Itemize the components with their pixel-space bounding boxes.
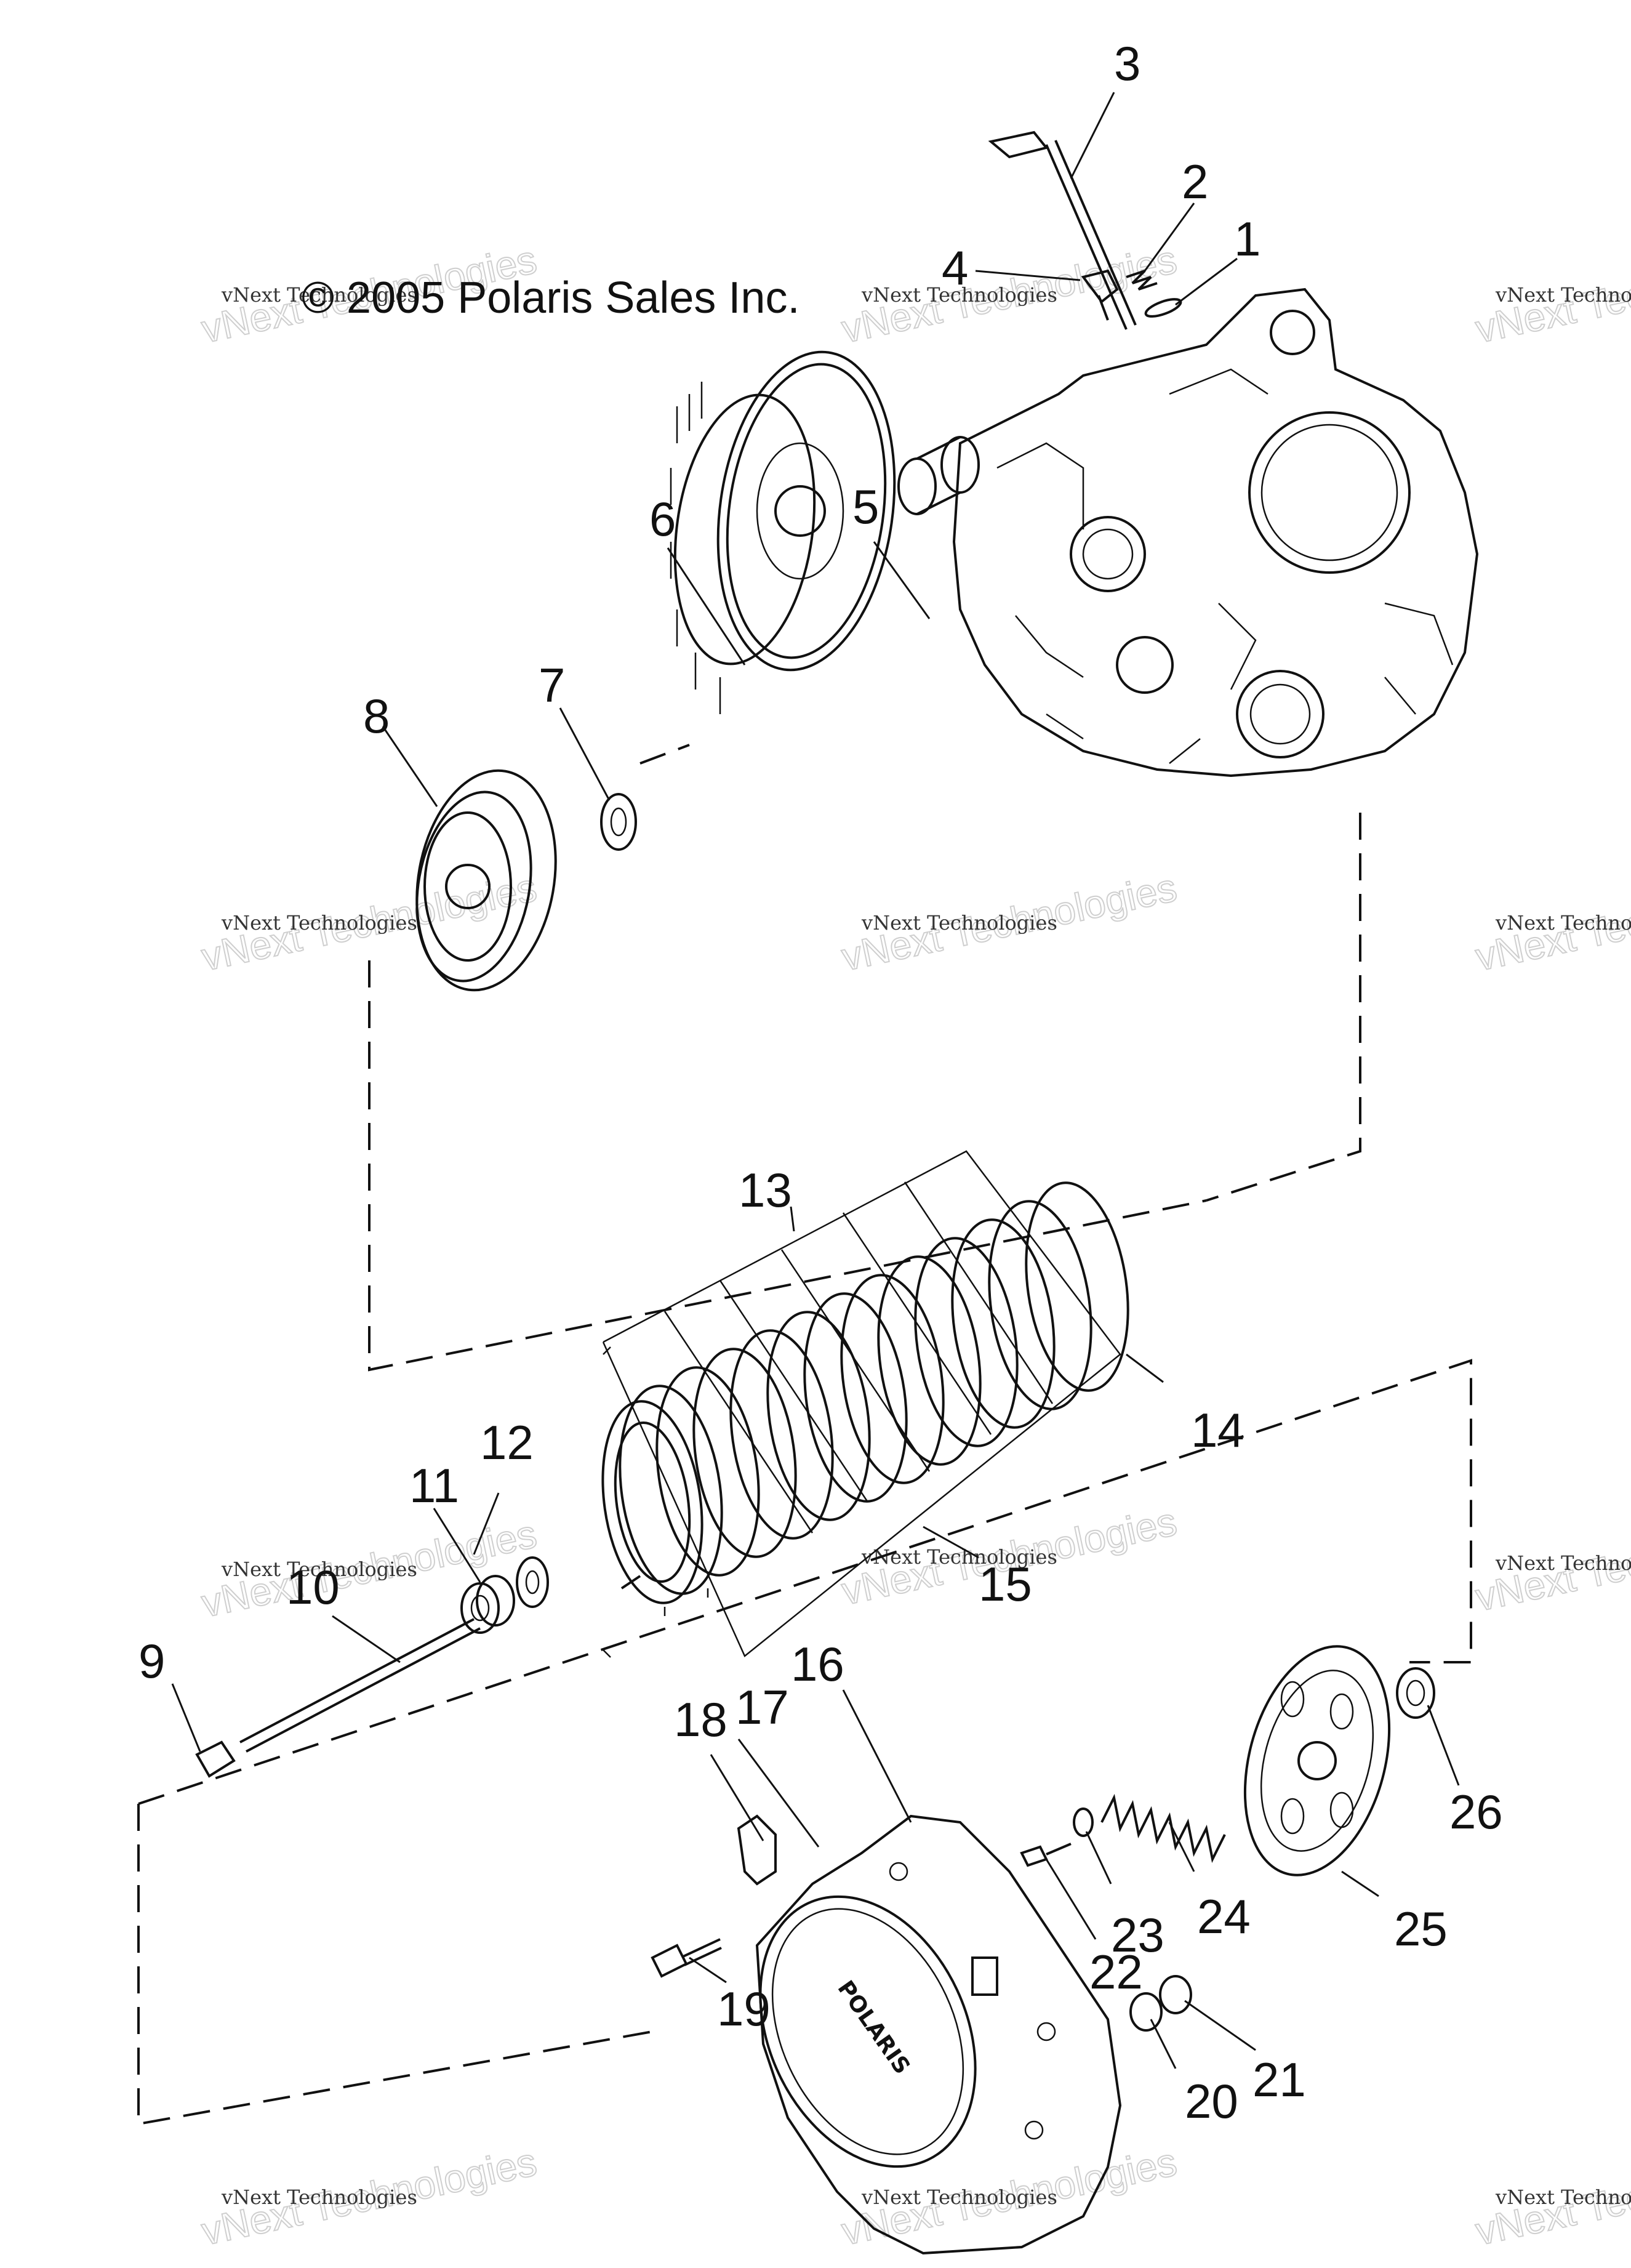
part-7-thrust-washer bbox=[600, 793, 637, 851]
watermark-3: vNext Technologies vNext Technologies bbox=[1471, 236, 1631, 352]
callout-1: 1 bbox=[1234, 212, 1260, 266]
callout-8: 8 bbox=[363, 689, 390, 743]
part-3-shift-shaft bbox=[988, 131, 1137, 330]
callout-15: 15 bbox=[979, 1557, 1032, 1611]
callout-9: 9 bbox=[138, 1634, 165, 1688]
svg-text:vNext Technologies: vNext Technologies bbox=[221, 911, 417, 935]
clutch-plate-stack bbox=[601, 1150, 1129, 1658]
callout-6: 6 bbox=[649, 492, 676, 546]
callout-4: 4 bbox=[942, 241, 968, 295]
part-12-washer bbox=[516, 1556, 549, 1608]
assembly-guide-lines bbox=[137, 744, 1472, 2126]
callout-25: 25 bbox=[1394, 1902, 1448, 1956]
watermark-5: vNext Technologies vNext Technologies bbox=[837, 864, 1181, 980]
svg-text:vNext Technologies: vNext Technologies bbox=[1495, 1551, 1631, 1575]
part-21-o-ring bbox=[1159, 1975, 1192, 2014]
copyright-notice: © 2005 Polaris Sales Inc. bbox=[302, 273, 799, 323]
part-8-clutch-hub bbox=[415, 769, 557, 992]
part-11-bearing bbox=[460, 1575, 515, 1634]
part-5-bushing bbox=[897, 436, 980, 515]
callout-20: 20 bbox=[1185, 2074, 1238, 2128]
svg-text:vNext Technologies: vNext Technologies bbox=[221, 1558, 417, 1581]
watermark-9: vNext Technologies vNext Technologies bbox=[1471, 1505, 1631, 1620]
part-4-bolt bbox=[1081, 269, 1119, 321]
callout-22: 22 bbox=[1089, 1945, 1143, 1999]
callout-labels: 1 2 3 4 5 6 7 8 9 10 11 12 13 14 15 16 1… bbox=[138, 36, 1503, 2128]
watermark-2: vNext Technologies vNext Technologies bbox=[837, 236, 1181, 352]
svg-text:vNext Technologies: vNext Technologies bbox=[861, 1545, 1057, 1569]
watermark-6: vNext Technologies vNext Technologies bbox=[1471, 864, 1631, 980]
part-1-washer bbox=[1144, 298, 1182, 318]
leader-lines bbox=[171, 92, 1460, 2069]
cover-logo: POLARIS bbox=[832, 1976, 915, 2079]
svg-text:vNext Technologies: vNext Technologies bbox=[221, 283, 417, 307]
part-18-elbow bbox=[737, 1814, 777, 1886]
part-22-bolt bbox=[1020, 1843, 1072, 1867]
part-25-pressure-plate bbox=[1243, 1645, 1391, 1876]
part-24-spring bbox=[1100, 1793, 1226, 1864]
part-6-clutch-basket bbox=[670, 350, 896, 714]
callout-17: 17 bbox=[735, 1680, 789, 1734]
svg-text:vNext Technologies: vNext Technologies bbox=[861, 2186, 1057, 2209]
callout-14: 14 bbox=[1191, 1403, 1244, 1457]
watermark-10: vNext Technologies vNext Technologies bbox=[197, 2139, 541, 2254]
svg-text:vNext Technologies: vNext Technologies bbox=[861, 283, 1057, 307]
callout-23: 23 bbox=[1111, 1908, 1164, 1962]
callout-5: 5 bbox=[852, 480, 879, 534]
callout-18: 18 bbox=[674, 1692, 727, 1747]
part-9-pushrod-end bbox=[195, 1740, 236, 1778]
part-23-washer bbox=[1073, 1808, 1094, 1837]
svg-text:vNext Technologies: vNext Technologies bbox=[861, 911, 1057, 935]
part-20-o-ring bbox=[1129, 1992, 1163, 2032]
svg-text:vNext Technologies: vNext Technologies bbox=[1495, 2186, 1631, 2209]
crankcase bbox=[952, 288, 1479, 778]
callout-3: 3 bbox=[1114, 36, 1140, 90]
part-10-pushrod bbox=[239, 1618, 481, 1753]
callout-10: 10 bbox=[286, 1560, 340, 1614]
callout-7: 7 bbox=[539, 658, 565, 712]
svg-text:vNext Technologies: vNext Technologies bbox=[1495, 911, 1631, 935]
callout-11: 11 bbox=[409, 1458, 459, 1513]
callout-13: 13 bbox=[739, 1163, 792, 1217]
callout-2: 2 bbox=[1182, 155, 1208, 209]
part-19-bolt bbox=[651, 1938, 722, 1978]
callout-16: 16 bbox=[791, 1637, 844, 1691]
callout-26: 26 bbox=[1449, 1785, 1503, 1839]
callout-24: 24 bbox=[1197, 1889, 1251, 1944]
watermark-12: vNext Technologies vNext Technologies bbox=[1471, 2139, 1631, 2254]
callout-21: 21 bbox=[1252, 2053, 1306, 2107]
part-2-spring bbox=[1126, 270, 1158, 291]
part-26-seal bbox=[1396, 1667, 1435, 1719]
svg-text:vNext Technologies: vNext Technologies bbox=[221, 2186, 417, 2209]
callout-12: 12 bbox=[480, 1415, 534, 1470]
callout-19: 19 bbox=[717, 1982, 771, 2036]
svg-text:vNext Technologies: vNext Technologies bbox=[1495, 283, 1631, 307]
